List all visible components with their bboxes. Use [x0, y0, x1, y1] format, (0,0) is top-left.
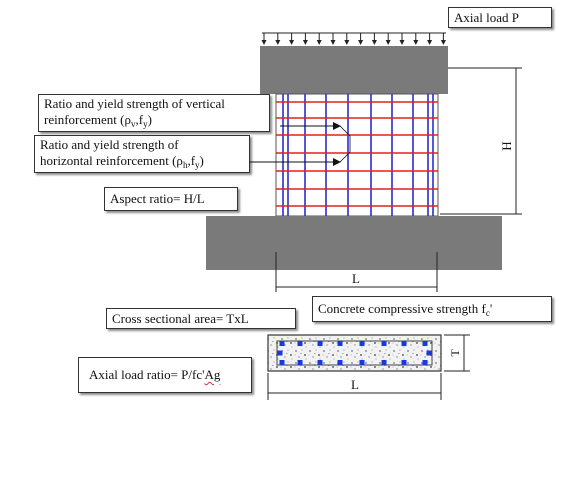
load-arrow-head: [261, 40, 267, 45]
horizontal-reinforcement-label: Ratio and yield strength of horizontal r…: [34, 135, 250, 173]
rebar-dot: [337, 341, 343, 346]
rebar-dot: [401, 341, 407, 346]
aspect-ratio-label: Aspect ratio= H/L: [104, 187, 238, 211]
l-dim-label: L: [352, 271, 360, 286]
load-arrow-head: [413, 40, 419, 45]
section-l-dim-label: L: [351, 377, 359, 392]
horizontal-reinforcement-line1: Ratio and yield strength of: [40, 137, 179, 152]
rebar-dot: [381, 360, 387, 365]
axial-load-ratio-label: Axial load ratio= P/fc'Ag: [78, 357, 252, 393]
vertical-reinforcement-label: Ratio and yield strength of vertical rei…: [38, 94, 270, 132]
rebar-dot: [337, 360, 343, 365]
cross-section: [267, 334, 442, 372]
rebar-dot: [277, 350, 283, 356]
cross-sectional-area-text: Cross sectional area= TxL: [112, 311, 249, 326]
load-arrow-head: [302, 40, 308, 45]
load-arrow-head: [385, 40, 391, 45]
rebar-dot: [359, 360, 365, 365]
rebar-dot: [401, 360, 407, 365]
load-arrow-head: [316, 40, 322, 45]
h-dim-label: H: [499, 141, 514, 150]
concrete-strength-label: Concrete compressive strength fc': [312, 296, 552, 322]
load-arrow-head: [289, 40, 295, 45]
rebar-dot: [317, 341, 323, 346]
rebar-dot: [422, 360, 428, 365]
rebar-dot: [279, 341, 285, 346]
leader-brace: [339, 125, 351, 163]
cross-sectional-area-label: Cross sectional area= TxL: [106, 308, 296, 329]
load-arrow-head: [371, 40, 377, 45]
rebar-dot: [317, 360, 323, 365]
cross-section-rebars: [277, 341, 432, 365]
axial-load-label: Axial load P: [448, 7, 552, 28]
vertical-reinforcement-line1: Ratio and yield strength of vertical: [44, 96, 225, 111]
cross-section-stirrup: [276, 340, 433, 366]
load-arrow-head: [330, 40, 336, 45]
vertical-reinforcement-line2: reinforcement (ρv,fy): [44, 112, 152, 129]
reinforcement-grid: [276, 94, 438, 216]
rebar-dot: [422, 341, 428, 346]
aspect-ratio-text: Aspect ratio= H/L: [110, 191, 205, 206]
horizontal-reinforcement-line2: horizontal reinforcement (ρh,fy): [40, 153, 204, 170]
rebar-dot: [381, 341, 387, 346]
load-arrow-head: [358, 40, 364, 45]
rebar-dot: [359, 341, 365, 346]
top-loading-block: [260, 46, 448, 94]
distributed-load-arrows: [261, 33, 446, 45]
axial-load-text: Axial load P: [454, 10, 519, 25]
t-dim-label: T: [448, 349, 462, 357]
load-arrow-head: [427, 40, 433, 45]
rebar-dot: [297, 360, 303, 365]
wall-web: [275, 93, 439, 217]
load-arrow-head: [440, 40, 446, 45]
load-arrow-head: [399, 40, 405, 45]
rebar-dot: [297, 341, 303, 346]
foundation-block: [206, 216, 502, 270]
rebar-dot: [279, 360, 285, 365]
rebar-dot: [426, 350, 432, 356]
load-arrow-head: [344, 40, 350, 45]
load-arrow-head: [275, 40, 281, 45]
